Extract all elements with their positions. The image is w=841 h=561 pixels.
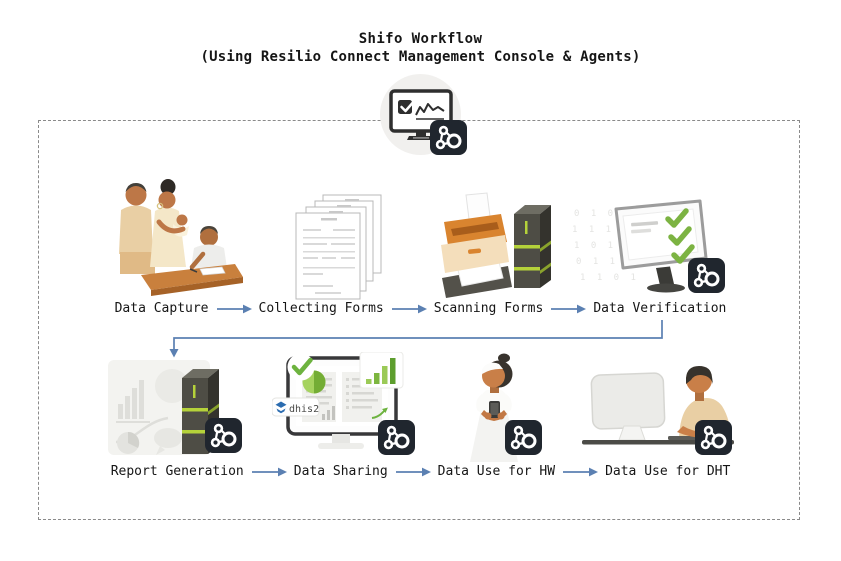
binary-decor-text: 1 1 0 1 bbox=[580, 273, 639, 283]
resilio-agent-badge-icon bbox=[430, 120, 467, 155]
dhis2-logo: dhis2 bbox=[271, 397, 320, 417]
resilio-agent-badge-icon bbox=[378, 420, 415, 455]
resilio-agent-badge-icon bbox=[205, 418, 242, 453]
binary-decor-text: 1 1 1 0 1 1 bbox=[572, 225, 665, 235]
resilio-agent-badge-icon bbox=[688, 258, 725, 293]
arrow-right-icon bbox=[215, 303, 253, 315]
step-label-data-capture: Data Capture bbox=[114, 301, 209, 316]
page-title: Shifo Workflow bbox=[358, 31, 483, 47]
resilio-agent-badge-icon bbox=[505, 420, 542, 455]
illustration-data-use-dht bbox=[582, 358, 734, 458]
binary-decor-text: 1 0 1 1 0 bbox=[574, 241, 650, 251]
dhis2-logo-text: dhis2 bbox=[289, 404, 319, 415]
workflow-row-2: Report Generation Data Sharing Data Use … bbox=[0, 464, 841, 479]
illustration-data-use-hw bbox=[442, 348, 554, 466]
step-label-data-use-dht: Data Use for DHT bbox=[605, 464, 731, 479]
arrow-right-icon bbox=[561, 466, 599, 478]
step-label-data-use-hw: Data Use for HW bbox=[437, 464, 556, 479]
step-label-collecting-forms: Collecting Forms bbox=[258, 301, 384, 316]
illustration-data-verification: 0 1 0 1 1 1 1 1 0 1 1 1 0 1 1 0 0 1 1 1 … bbox=[572, 198, 724, 302]
arrow-right-icon bbox=[390, 303, 428, 315]
illustration-collecting-forms bbox=[293, 193, 389, 305]
arrow-right-icon bbox=[394, 466, 432, 478]
illustration-scanning-forms bbox=[428, 188, 560, 304]
step-label-report-generation: Report Generation bbox=[110, 464, 244, 479]
step-label-data-verification: Data Verification bbox=[593, 301, 727, 316]
page-subtitle: (Using Resilio Connect Management Consol… bbox=[200, 49, 641, 65]
illustration-data-capture bbox=[105, 178, 245, 304]
step-label-scanning-forms: Scanning Forms bbox=[433, 301, 544, 316]
workflow-row-1: Data Capture Collecting Forms Scanning F… bbox=[0, 301, 841, 316]
illustration-report-generation bbox=[108, 358, 240, 462]
arrow-right-icon bbox=[250, 466, 288, 478]
step-label-data-sharing: Data Sharing bbox=[293, 464, 388, 479]
binary-decor-text: 0 1 0 1 1 bbox=[574, 209, 650, 219]
illustration-data-sharing: dhis2 bbox=[271, 351, 410, 464]
arrow-right-icon bbox=[549, 303, 587, 315]
resilio-agent-badge-icon bbox=[695, 420, 732, 455]
row-wrap-connector-arrow bbox=[169, 320, 663, 358]
